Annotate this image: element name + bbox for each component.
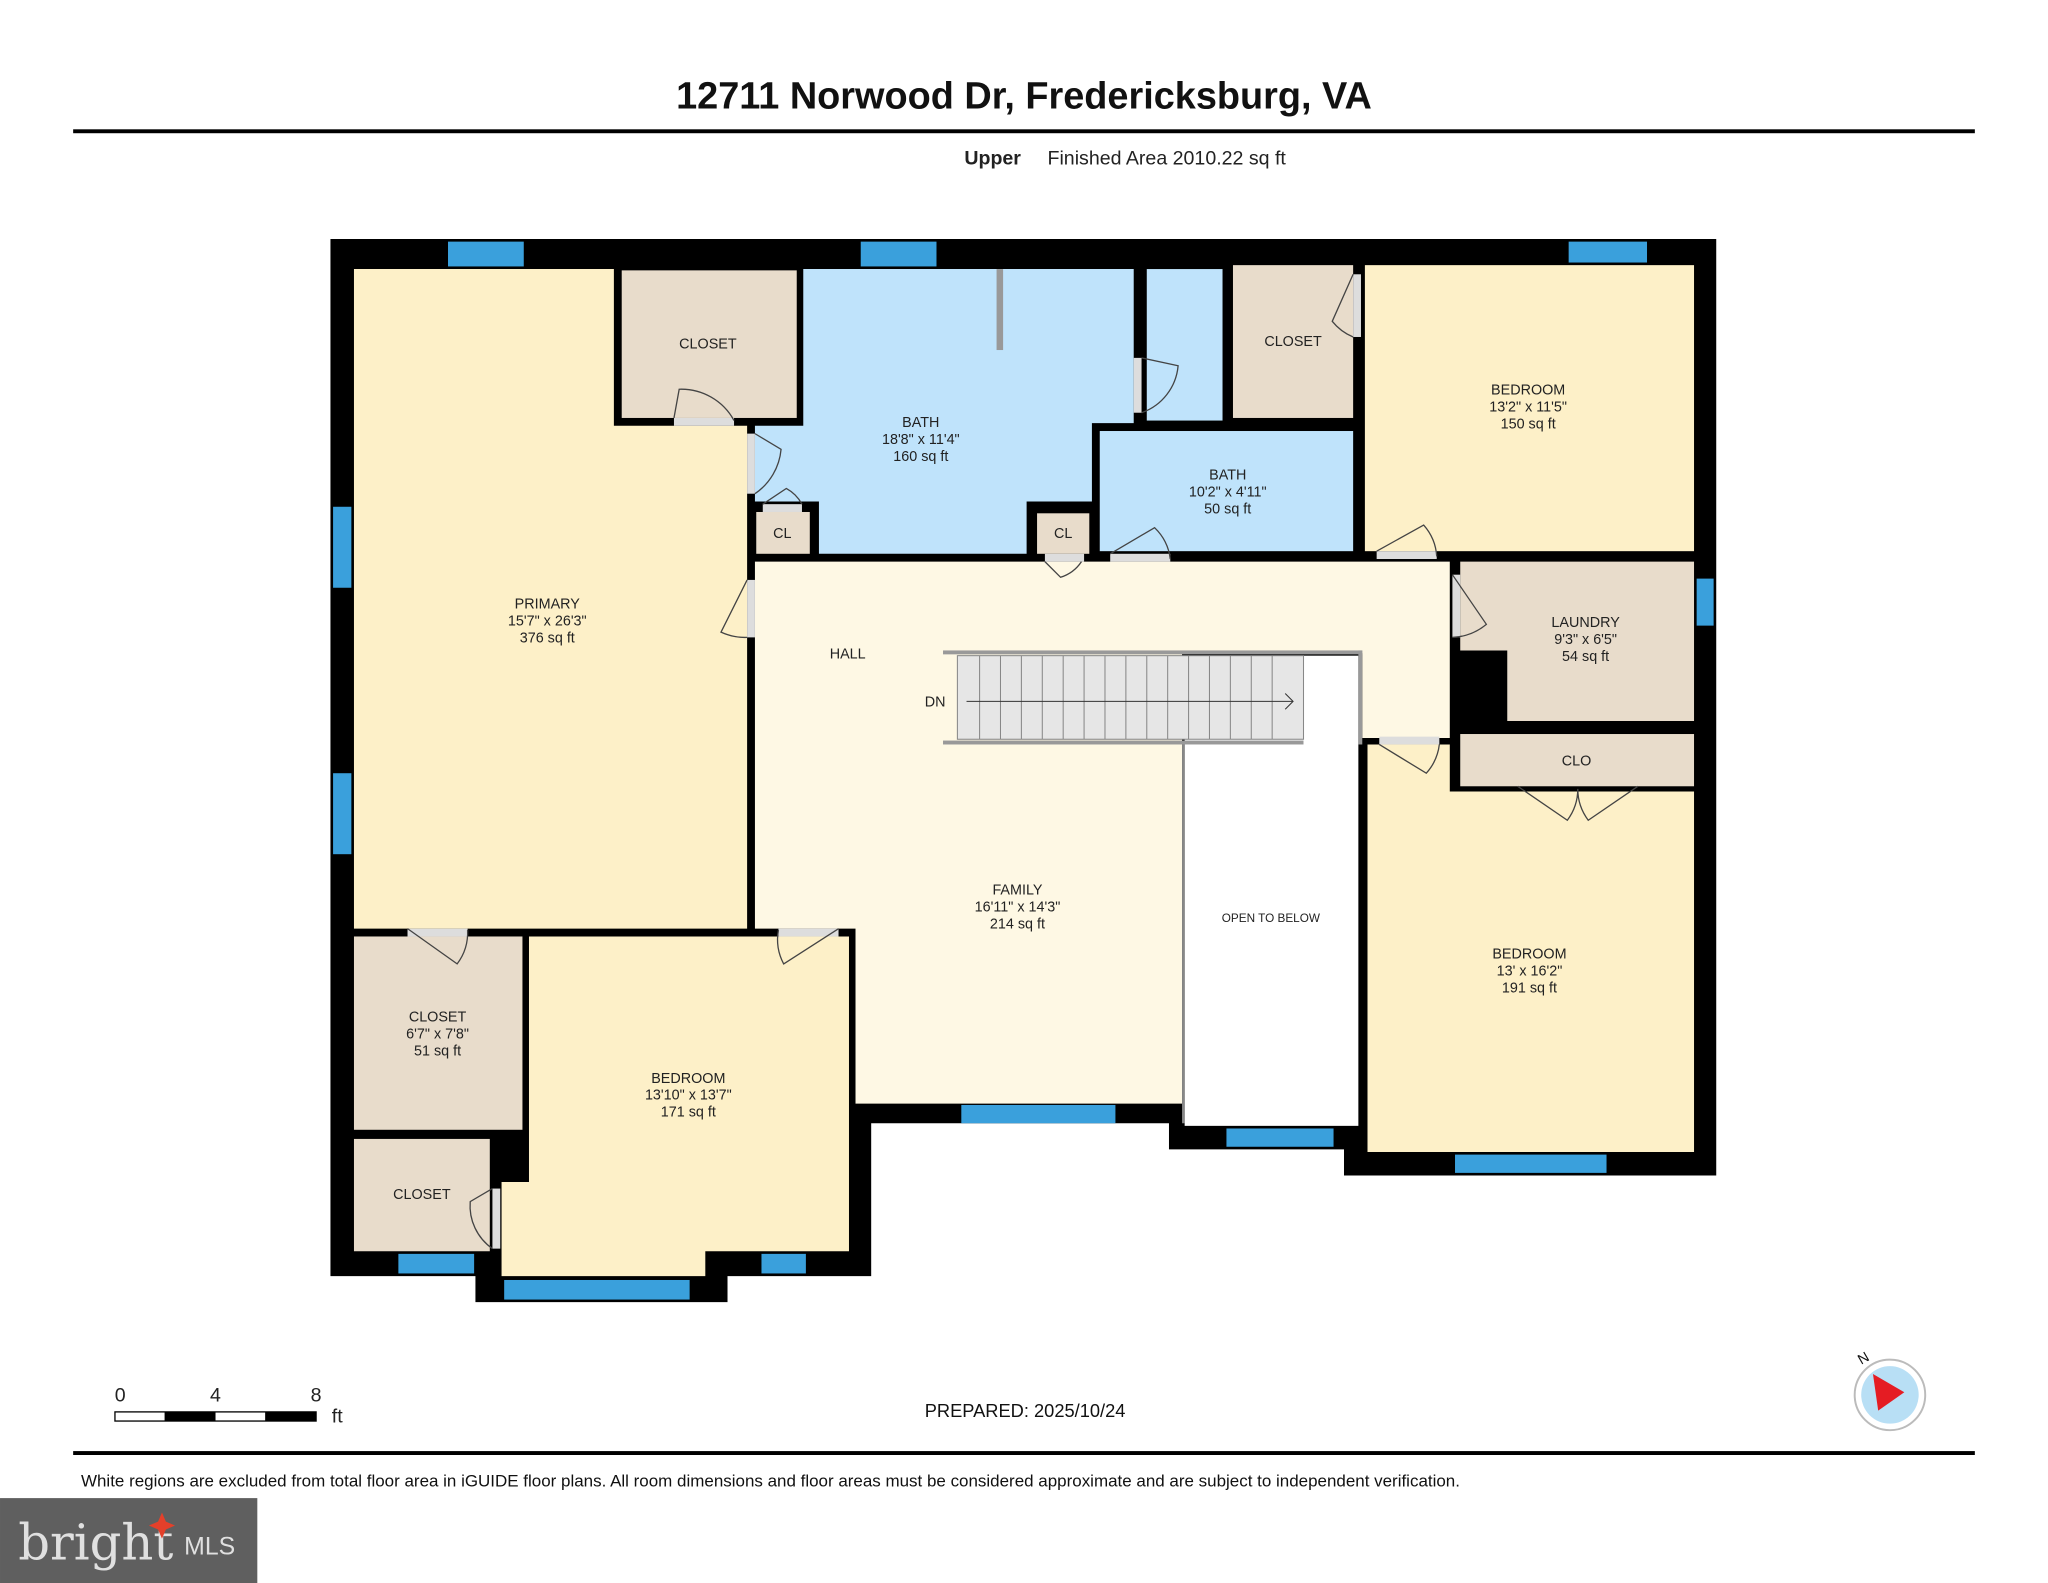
stairs-dn-label: DN — [925, 695, 946, 711]
bedroom-se-area: 191 sq ft — [1502, 981, 1557, 997]
open-to-below-label: OPEN TO BELOW — [1222, 912, 1321, 925]
bedroom-s-name: BEDROOM — [651, 1071, 725, 1087]
cl-left-name: CL — [773, 526, 791, 542]
closet-top-right-name: CLOSET — [1264, 334, 1322, 350]
room-bath-small[interactable] — [1099, 431, 1354, 552]
primary-dims: 15'7" x 26'3" — [508, 614, 587, 630]
bath-main-dims: 18'8" x 11'4" — [882, 432, 960, 448]
scale-tick-0: 0 — [115, 1384, 126, 1406]
svg-text:bright: bright — [18, 1513, 173, 1571]
staircase[interactable] — [943, 650, 1363, 745]
stair-rail — [1182, 744, 1185, 1124]
room-bedroom-se[interactable] — [1367, 744, 1695, 1152]
footer-rule — [73, 1451, 1975, 1456]
hall-name: HALL — [830, 646, 866, 662]
bedroom-se-dims: 13' x 16'2" — [1497, 964, 1563, 980]
cl-right-name: CL — [1054, 526, 1072, 542]
bedroom-s-dims: 13'10" x 13'7" — [645, 1088, 732, 1104]
scale-tick-8: 8 — [311, 1384, 322, 1406]
finished-area: Finished Area 2010.22 sq ft — [1048, 148, 1287, 170]
room-cl-left[interactable] — [756, 511, 810, 554]
svg-text:MLS: MLS — [184, 1533, 235, 1560]
closet-sw2-name: CLOSET — [393, 1187, 451, 1203]
disclaimer: White regions are excluded from total fl… — [81, 1471, 1460, 1490]
primary-area: 376 sq ft — [520, 631, 575, 647]
room-primary[interactable] — [353, 269, 748, 929]
room-bath-alcove[interactable] — [1146, 269, 1223, 421]
address-title: 12711 Norwood Dr, Fredericksburg, VA — [676, 75, 1372, 117]
laundry-dims: 9'3" x 6'5" — [1554, 632, 1617, 648]
closet-sw-dims: 6'7" x 7'8" — [406, 1026, 469, 1042]
shower-glass — [996, 269, 1004, 351]
family-area: 214 sq ft — [990, 917, 1045, 933]
room-closet-top-right[interactable] — [1232, 265, 1354, 418]
laundry-area: 54 sq ft — [1562, 649, 1609, 665]
bath-main-name: BATH — [902, 415, 939, 431]
scale-unit: ft — [332, 1405, 343, 1427]
room-bedroom-ne[interactable] — [1364, 265, 1695, 552]
room-family-hall[interactable] — [754, 561, 1450, 1104]
laundry-name: LAUNDRY — [1551, 615, 1620, 631]
compass-icon: N — [1853, 1349, 1927, 1432]
bedroom-ne-name: BEDROOM — [1491, 382, 1565, 398]
bedroom-ne-area: 150 sq ft — [1501, 416, 1556, 432]
room-cl-right[interactable] — [1037, 513, 1090, 554]
room-laundry[interactable] — [1460, 561, 1695, 721]
level-label: Upper — [964, 148, 1021, 170]
closet-sw-area: 51 sq ft — [414, 1043, 461, 1059]
bright-mls-watermark: bright MLS — [0, 1498, 258, 1583]
windows — [333, 241, 1714, 1300]
room-bedroom-s[interactable] — [501, 936, 849, 1277]
clo-name: CLO — [1562, 753, 1592, 769]
bedroom-ne-dims: 13'2" x 11'5" — [1489, 399, 1567, 415]
room-bath-main[interactable] — [754, 269, 1134, 554]
closet-top-name: CLOSET — [679, 337, 737, 353]
room-closet-sw[interactable] — [353, 936, 523, 1130]
bedroom-se-name: BEDROOM — [1492, 947, 1566, 963]
floor-plan: PRIMARY 15'7" x 26'3" 376 sq ft CLOSET B… — [330, 239, 1717, 1303]
room-closet-sw2[interactable] — [353, 1138, 490, 1252]
doors[interactable] — [407, 274, 1639, 1250]
bath-small-name: BATH — [1209, 467, 1246, 483]
prepared-date: PREPARED: 2025/10/24 — [925, 1400, 1126, 1421]
primary-name: PRIMARY — [515, 597, 581, 613]
bath-small-area: 50 sq ft — [1204, 501, 1251, 517]
header-rule — [73, 129, 1975, 134]
scale-tick-4: 4 — [210, 1384, 221, 1406]
bath-small-dims: 10'2" x 4'11" — [1189, 484, 1267, 500]
bedroom-s-area: 171 sq ft — [661, 1105, 716, 1121]
room-closet-top[interactable] — [621, 270, 797, 418]
family-dims: 16'11" x 14'3" — [975, 900, 1061, 916]
family-name: FAMILY — [992, 883, 1042, 899]
bath-main-area: 160 sq ft — [893, 449, 948, 465]
room-clo[interactable] — [1460, 734, 1695, 787]
scale-bar: 0 4 8 ft — [114, 1384, 343, 1427]
closet-sw-name: CLOSET — [409, 1009, 467, 1025]
